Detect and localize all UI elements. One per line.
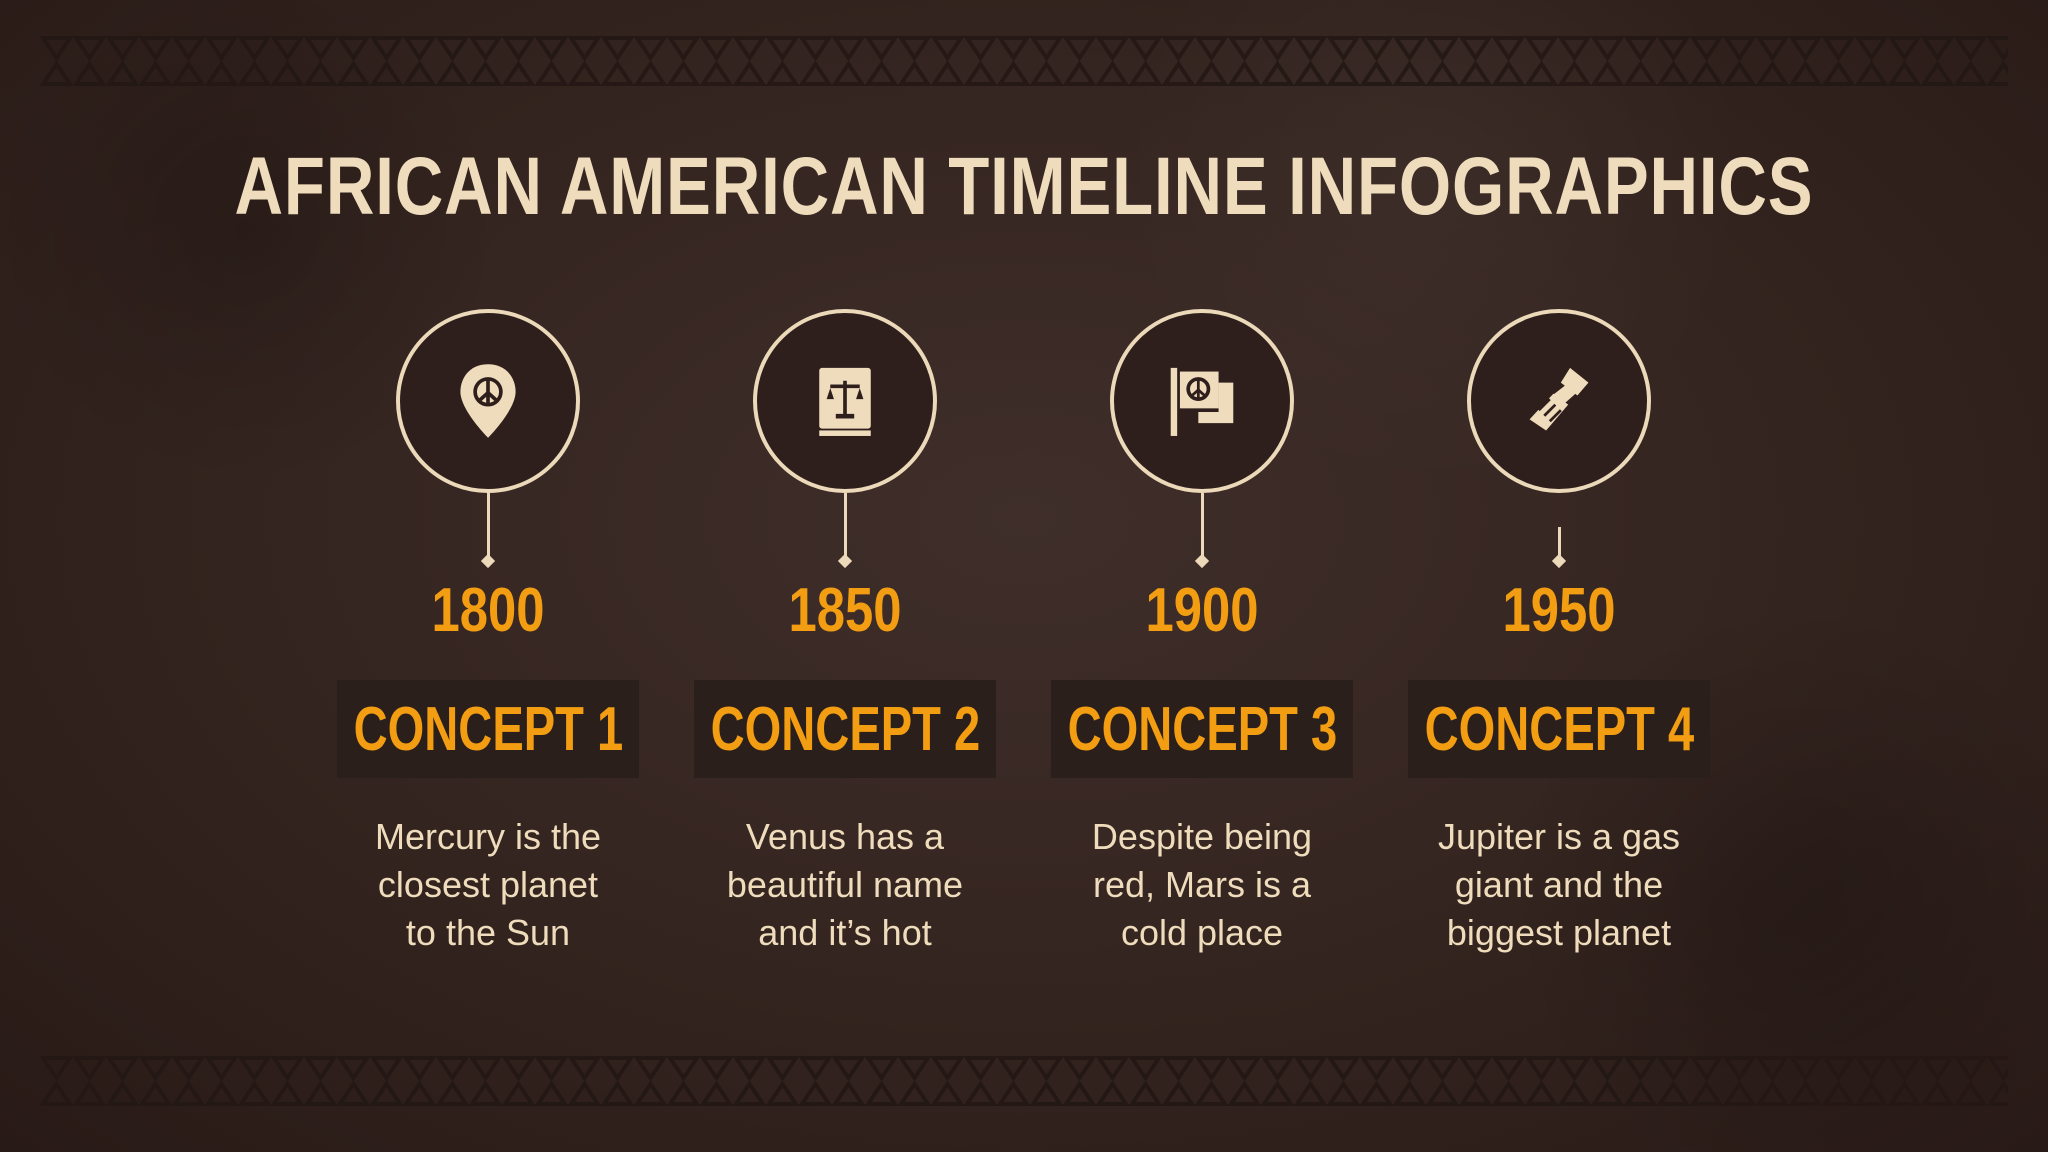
connector-tip: [1194, 553, 1210, 569]
bottom-pattern-border: [40, 1050, 2008, 1112]
description-line: biggest planet: [1446, 912, 1672, 953]
concept-description: Despite being red, Mars is a cold place: [1032, 813, 1372, 957]
description-line: cold place: [1120, 912, 1284, 953]
timeline-connector: [1201, 493, 1204, 557]
peace-location-pin-icon: [460, 364, 516, 438]
timeline-item-3: 1900 CONCEPT 3 Despite being red, Mars i…: [1022, 305, 1382, 1005]
page-title: AFRICAN AMERICAN TIMELINE INFOGRAPHICS: [234, 141, 1814, 232]
concept-label: CONCEPT 2: [710, 694, 980, 764]
law-book-scales-icon: [819, 367, 871, 436]
concept-description: Jupiter is a gas giant and the biggest p…: [1389, 813, 1729, 957]
description-line: red, Mars is a: [1092, 864, 1312, 905]
timeline-item-4: 1950 CONCEPT 4 Jupiter is a gas giant an…: [1379, 305, 1739, 1005]
connector-tip: [837, 553, 853, 569]
timeline-item-1: 1800 CONCEPT 1 Mercury is the closest pl…: [308, 305, 668, 1005]
description-line: Mercury is the: [374, 816, 602, 857]
description-line: to the Sun: [405, 912, 571, 953]
concept-label: CONCEPT 4: [1424, 694, 1694, 764]
connector-tip: [480, 553, 496, 569]
timeline-item-2: 1850 CONCEPT 2 Venus has a beautiful nam…: [665, 305, 1025, 1005]
concept-description: Venus has a beautiful name and it’s hot: [675, 813, 1015, 957]
description-line: giant and the: [1454, 864, 1664, 905]
concept-label: CONCEPT 1: [353, 694, 623, 764]
concept-box: CONCEPT 2: [694, 680, 996, 778]
concept-box: CONCEPT 3: [1051, 680, 1353, 778]
year-label: 1800: [431, 576, 545, 645]
icon-circle: [1467, 309, 1651, 493]
connector-tip: [1551, 553, 1567, 569]
icon-circle: [396, 309, 580, 493]
year-label: 1900: [1145, 576, 1259, 645]
concept-description: Mercury is the closest planet to the Sun: [318, 813, 658, 957]
concept-label: CONCEPT 3: [1067, 694, 1337, 764]
peace-flag-icon: [1170, 367, 1234, 436]
timeline-connector: [487, 493, 490, 557]
handshake-icon: [1529, 367, 1589, 431]
description-line: beautiful name: [726, 864, 964, 905]
icon-circle: [753, 309, 937, 493]
description-line: Jupiter is a gas: [1437, 816, 1681, 857]
description-line: Venus has a: [745, 816, 945, 857]
concept-box: CONCEPT 1: [337, 680, 639, 778]
description-line: closest planet: [377, 864, 599, 905]
year-label: 1950: [1502, 576, 1616, 645]
description-line: and it’s hot: [758, 912, 932, 953]
top-pattern-border: [40, 30, 2008, 92]
timeline-connector: [844, 493, 847, 557]
timeline-connector: [1558, 527, 1561, 557]
concept-box: CONCEPT 4: [1408, 680, 1710, 778]
year-label: 1850: [788, 576, 902, 645]
description-line: Despite being: [1091, 816, 1313, 857]
icon-circle: [1110, 309, 1294, 493]
